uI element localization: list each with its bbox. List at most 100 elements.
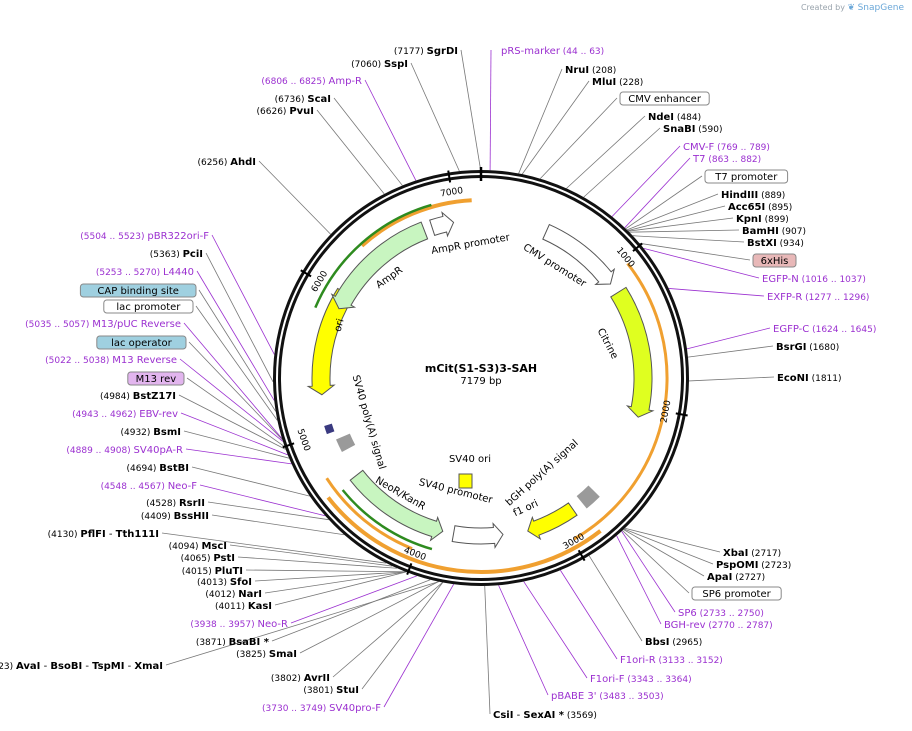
leader-kasi — [274, 571, 407, 606]
leader-rsrii — [207, 501, 329, 521]
site-bsshii: (4409) BssHII — [141, 511, 209, 522]
plasmid-name: mCit(S1-S3)3-SAH — [425, 362, 537, 375]
label-leader-lines — [161, 49, 775, 715]
label-text: (5035 .. 5057) M13/pUC Reverse — [25, 319, 181, 330]
leader-bsabi — [271, 579, 431, 642]
label-text: (6626) PvuI — [257, 106, 314, 117]
label-sep: - — [124, 661, 134, 672]
label-pos: (4012) — [205, 590, 238, 600]
label-name: Acc65I — [728, 202, 765, 213]
site-csii: CsiI - SexAI * (3569) — [493, 710, 597, 721]
leader-f1ori-f — [523, 581, 588, 679]
label-text: (6806 .. 6825) Amp-R — [261, 76, 362, 87]
leader-psti — [237, 556, 397, 569]
lac-feature-marks — [324, 423, 335, 435]
label-name: Neo-F — [168, 481, 198, 492]
leader-sp6 — [621, 531, 676, 613]
label-text: M13 rev — [136, 374, 177, 385]
label-text: XbaI (2717) — [723, 548, 781, 559]
snapgene-logo-icon: ❦ — [847, 3, 856, 13]
leader-pflfi — [161, 532, 387, 564]
label-pos: (899) — [762, 215, 789, 225]
label-name: L4440 — [163, 267, 194, 278]
ampr-arrow — [330, 221, 429, 310]
label-pos: (4011) — [215, 602, 248, 612]
label-name: SfoI — [230, 577, 252, 588]
label-name: MluI — [592, 77, 616, 88]
tick-label-1000: 1000 — [614, 246, 637, 270]
site-f1ori-r: F1ori-R (3133 .. 3152) — [620, 655, 723, 666]
site-avai: (3823) AvaI - BsoBI - TspMI - XmaI — [0, 661, 163, 672]
label-name: BGH-rev — [664, 620, 706, 631]
label-pos: (2717) — [748, 549, 781, 559]
label-pos: (4528) — [146, 499, 179, 509]
label-box — [691, 586, 782, 601]
site-acc65i: Acc65I (895) — [728, 202, 792, 213]
label-name: PstI — [213, 553, 235, 564]
label-text: T7 promoter — [714, 172, 778, 183]
leader-ahdi — [258, 160, 331, 235]
ori-arrow — [306, 287, 354, 396]
site-t7-promoter: T7 promoter — [704, 169, 789, 184]
site-pflfi: (4130) PflFI - Tth111I — [48, 529, 159, 540]
label-name: EGFP-N — [762, 274, 799, 285]
label-text: (6256) AhdI — [197, 157, 256, 168]
label-name: SspI — [384, 59, 408, 70]
leader-snabi — [583, 127, 661, 198]
site-bsrgi: BsrGI (1680) — [776, 342, 839, 353]
leader-lac-promoter — [195, 305, 278, 421]
site-kasi: (4011) KasI — [215, 601, 272, 612]
label-name: T7 — [692, 154, 705, 165]
label-text: EGFP-N (1016 .. 1037) — [762, 274, 866, 285]
label-text: BstXI (934) — [747, 238, 804, 249]
orange-band-neo — [325, 477, 413, 550]
leader-pluti — [245, 569, 406, 573]
label-name: BstZ17I — [133, 391, 176, 402]
leader-bstz17i — [178, 394, 286, 450]
label-text: pBABE 3' (3483 .. 3503) — [551, 691, 664, 702]
label-name: PflFI — [80, 529, 105, 540]
site-apai: ApaI (2727) — [707, 572, 765, 583]
label-text: (4409) BssHII — [141, 511, 209, 522]
feature-label-bgh-poly-a-signal: bGH poly(A) signal — [504, 438, 581, 509]
label-pos: (6736) — [275, 95, 308, 105]
label-text: T7 (863 .. 882) — [692, 154, 761, 165]
label-text: ApaI (2727) — [707, 572, 765, 583]
label-pos: (3483 .. 3503) — [597, 692, 664, 702]
leader-sgrdi — [460, 49, 482, 171]
label-name: StuI — [336, 685, 359, 696]
tick-mark-7000 — [447, 170, 452, 183]
site-labels: pRS-marker (44 .. 63)NruI (208)MluI (228… — [0, 46, 876, 721]
label-sep: - — [106, 529, 116, 540]
label-text: (4984) BstZ17I — [100, 391, 176, 402]
label-pos: (1277 .. 1296) — [802, 293, 869, 303]
site-kpni: KpnI (899) — [736, 214, 789, 225]
label-text: (3825) SmaI — [236, 649, 297, 660]
site-cmv-f: CMV-F (769 .. 789) — [683, 142, 770, 153]
label-pos: (6626) — [257, 107, 290, 117]
leader-bsrgi — [687, 345, 774, 358]
label-text: (6736) ScaI — [275, 94, 331, 105]
label-text: HindIII (889) — [721, 190, 785, 201]
label-name: pBABE 3' — [551, 691, 597, 702]
site-pluti: (4015) PluTI — [182, 566, 243, 577]
leader-bstbi — [191, 466, 310, 497]
label-star: * — [260, 637, 269, 648]
leader-exfp-r — [668, 288, 765, 297]
label-pos: (889) — [758, 191, 785, 201]
label-sep: - — [82, 661, 92, 672]
leader-msci — [229, 544, 393, 567]
label-pos: (44 .. 63) — [560, 47, 604, 57]
leader-m13-reverse — [179, 358, 284, 442]
site-scai: (6736) ScaI — [275, 94, 331, 105]
label-box — [79, 283, 197, 298]
site-bsabi: (3871) BsaBI * — [196, 637, 270, 648]
label-box — [704, 169, 789, 184]
label-star: * — [555, 710, 564, 721]
label-name: NdeI — [648, 112, 674, 123]
label-pos: (934) — [777, 239, 804, 249]
site-pbr322ori-f: (5504 .. 5523) pBR322ori-F — [80, 231, 209, 242]
label-name: PluTI — [215, 566, 243, 577]
neor-kanr-arrow — [349, 469, 444, 542]
